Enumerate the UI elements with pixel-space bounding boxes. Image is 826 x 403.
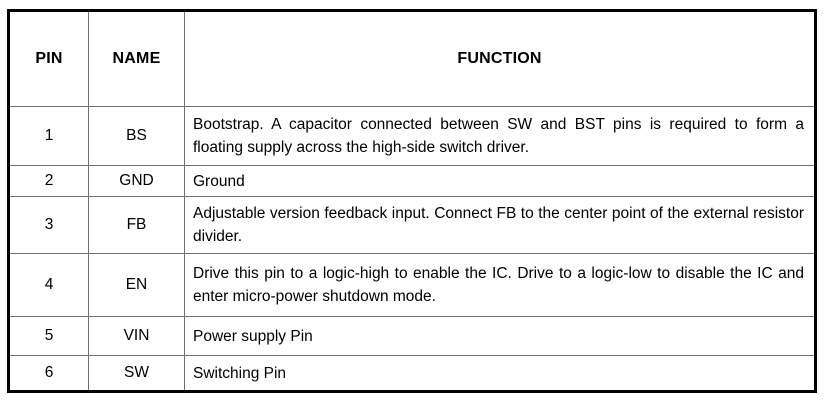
table-row: 2 GND Ground bbox=[7, 165, 817, 197]
table-header-row: PIN NAME FUNCTION bbox=[7, 9, 817, 107]
pin-cell: 4 bbox=[7, 253, 89, 317]
table-row: 1 BS Bootstrap. A capacitor connected be… bbox=[7, 106, 817, 166]
pin-cell: 3 bbox=[7, 196, 89, 254]
pin-function-table: PIN NAME FUNCTION 1 BS Bootstrap. A capa… bbox=[7, 9, 817, 393]
table-row: 3 FB Adjustable version feedback input. … bbox=[7, 196, 817, 254]
pin-cell: 2 bbox=[7, 165, 89, 197]
name-cell: BS bbox=[88, 106, 185, 166]
table-row: 5 VIN Power supply Pin bbox=[7, 316, 817, 356]
table-row: 4 EN Drive this pin to a logic-high to e… bbox=[7, 253, 817, 317]
column-header-name: NAME bbox=[88, 9, 185, 107]
function-cell: Power supply Pin bbox=[184, 316, 817, 356]
pin-cell: 6 bbox=[7, 355, 89, 393]
column-header-function: FUNCTION bbox=[184, 9, 817, 107]
table-row: 6 SW Switching Pin bbox=[7, 355, 817, 393]
function-cell: Bootstrap. A capacitor connected between… bbox=[184, 106, 817, 166]
name-cell: EN bbox=[88, 253, 185, 317]
function-cell: Drive this pin to a logic-high to enable… bbox=[184, 253, 817, 317]
column-header-pin: PIN bbox=[7, 9, 89, 107]
function-cell: Ground bbox=[184, 165, 817, 197]
name-cell: SW bbox=[88, 355, 185, 393]
name-cell: GND bbox=[88, 165, 185, 197]
name-cell: VIN bbox=[88, 316, 185, 356]
pin-cell: 5 bbox=[7, 316, 89, 356]
function-cell: Adjustable version feedback input. Conne… bbox=[184, 196, 817, 254]
pin-cell: 1 bbox=[7, 106, 89, 166]
name-cell: FB bbox=[88, 196, 185, 254]
function-cell: Switching Pin bbox=[184, 355, 817, 393]
